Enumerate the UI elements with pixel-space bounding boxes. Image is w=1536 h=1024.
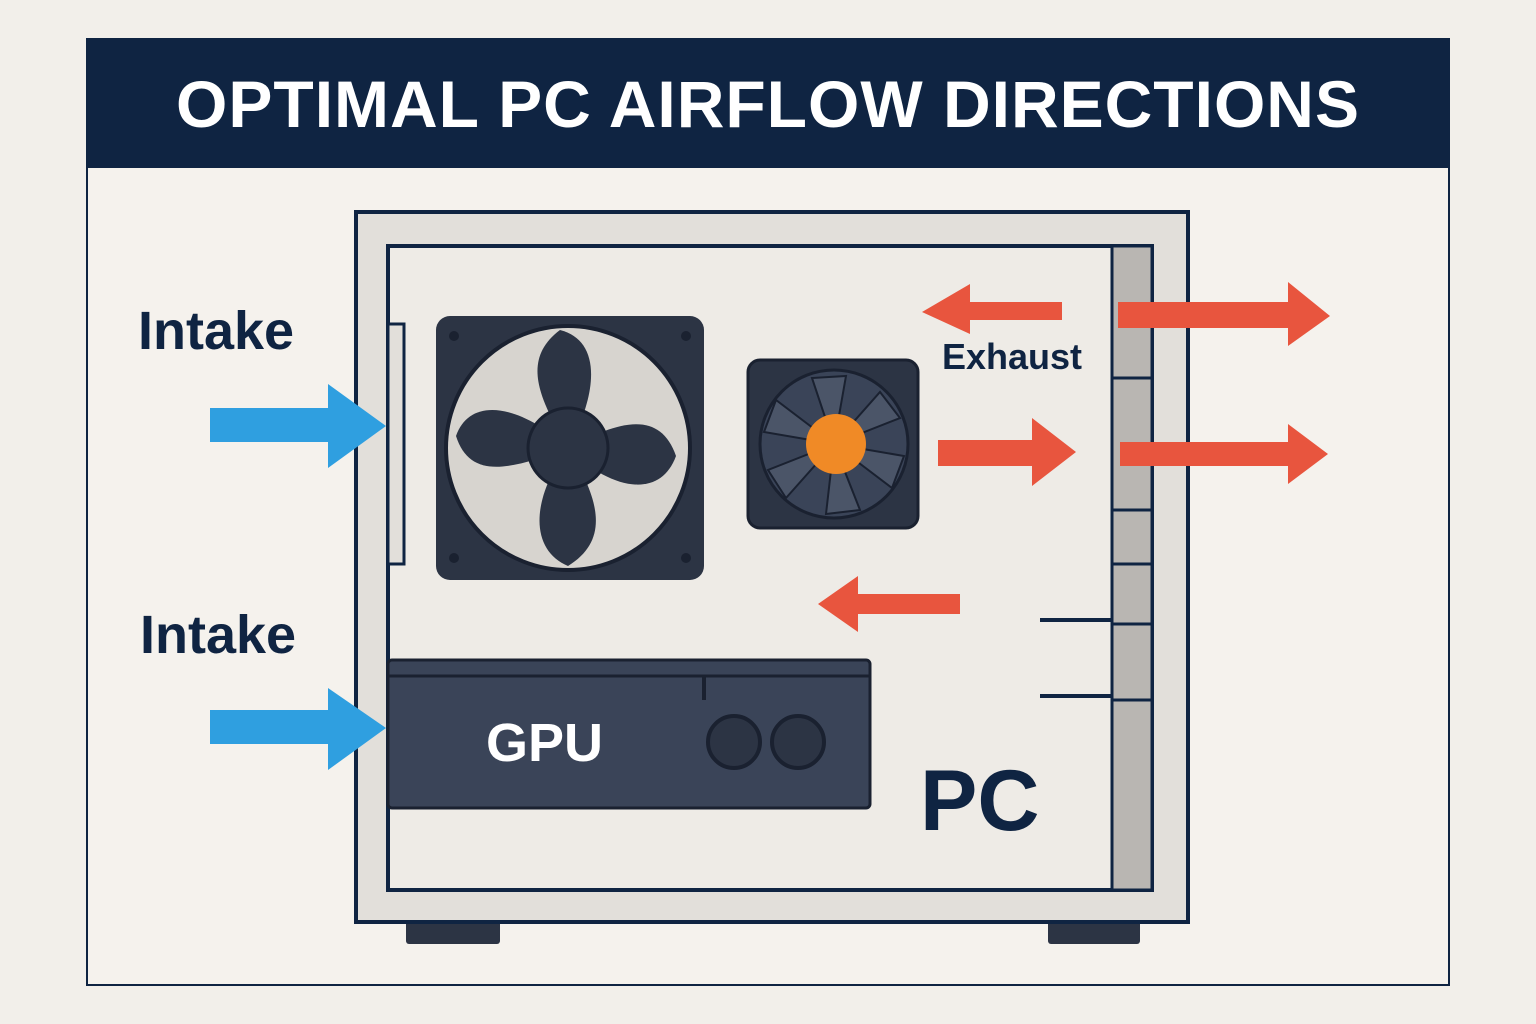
intake-fan-icon (436, 316, 704, 580)
diagram-title: OPTIMAL PC AIRFLOW DIRECTIONS (88, 40, 1448, 168)
intake-label-bottom: Intake (140, 605, 297, 665)
rear-vent-strip (1110, 244, 1154, 892)
case-foot-left (406, 920, 500, 944)
intake-arrow-icon (210, 384, 386, 468)
pc-label: PC (920, 753, 1040, 849)
gpu-label: GPU (486, 713, 604, 773)
exhaust-arrow-icon (818, 282, 1330, 632)
intake-arrow-icon (210, 688, 386, 770)
case-foot-right (1048, 920, 1140, 944)
cpu-cooler-icon (746, 358, 920, 530)
exhaust-label: Exhaust (942, 336, 1083, 377)
gpu-card-icon (386, 658, 872, 810)
front-bracket (386, 322, 406, 566)
intake-label-top: Intake (138, 301, 295, 361)
